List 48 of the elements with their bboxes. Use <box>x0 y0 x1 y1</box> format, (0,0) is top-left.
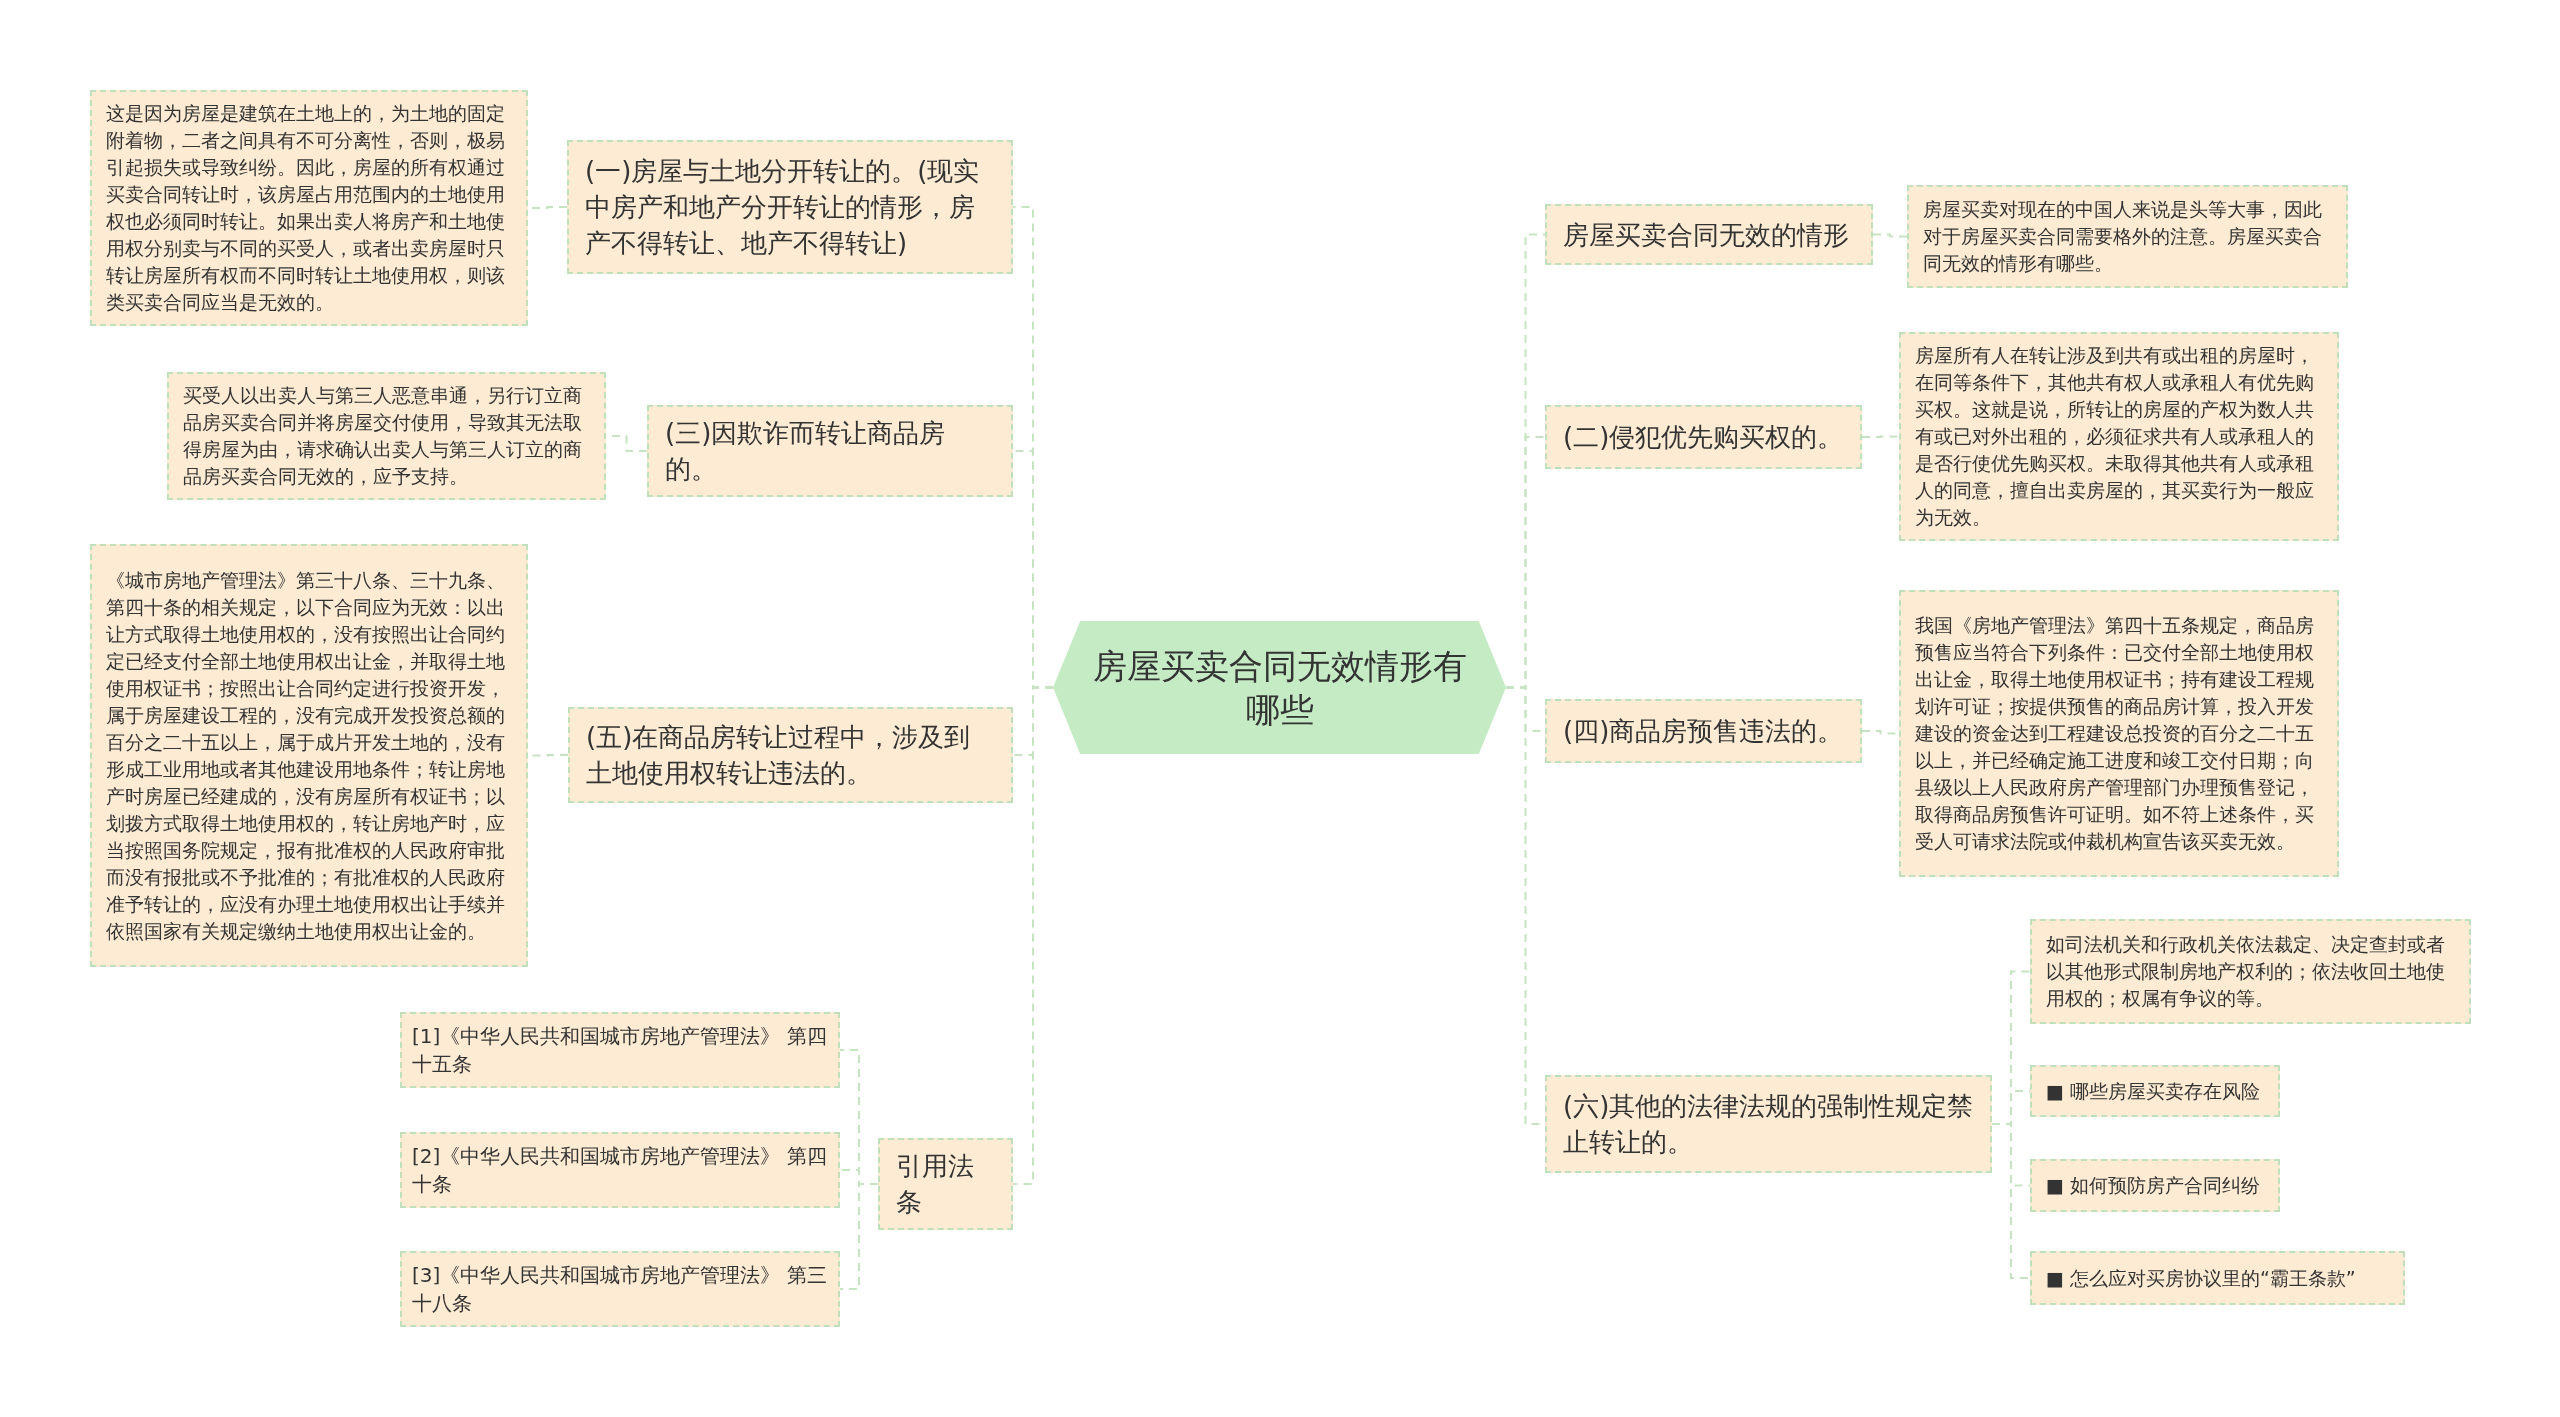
note-box <box>1899 590 2339 877</box>
node-text: 如司法机关和行政机关依法裁定、决定查封或者以其他形式限制房地产权利的；依法收回土地使用权的；权属有争议的等。 <box>2046 932 2446 1011</box>
node-text: (五)在商品房转让过程中，涉及到土地使用权转让违法的。 <box>586 721 972 790</box>
node-text: 《城市房地产管理法》第三十八条、三十九条、第四十条的相关规定，以下合同应为无效：以出让方式取得土地使用权的，没有按照出让合同约定已经支付全部土地使用权出让金，并取得土地使用权证书；按照出让合同约定进行投资开发，属于房屋建设工程的，没有完成开发投资总额的百分之二十五以上，属于成片开发土地的，没有形成工业用地或者其他建设用地条件；转让房地产时房屋已经建成的，没有房屋所有权证书；以划拨方式取得土地使用权的，转让房地产时，应当按照国务院规定，报有批准权的人民政府审批而没有报批或不予批准的；有批准权的人民政府准予转让的，应没有办理土地使用权出让手续并依照国家有关规定缴纳土地使用权出让金的。 <box>106 567 506 944</box>
node-text: (二)侵犯优先购买权的。 <box>1563 421 1844 454</box>
topic-box <box>568 707 1013 803</box>
connector-line <box>1861 435 1900 438</box>
note-box <box>2030 1251 2405 1305</box>
note-box <box>400 1012 840 1088</box>
node-text: (六)其他的法律法规的强制性规定禁止转让的。 <box>1563 1090 1974 1159</box>
connector-line <box>839 1183 879 1290</box>
topic-box <box>1545 405 1862 469</box>
topic-box <box>1545 699 1862 763</box>
note-box <box>2030 1065 2280 1117</box>
node-text: (三)因欺诈而转让商品房的。 <box>665 417 947 486</box>
connector-line <box>1991 1123 2031 1279</box>
node-text: 房屋买卖合同无效的情形 <box>1563 218 1850 252</box>
node-text: 我国《房地产管理法》第四十五条规定，商品房预售应当符合下列条件：已交付全部土地使用权出让金，取得土地使用权证书；持有建设工程规划许可证；按提供预售的商品房计算，投入开发建设的资金达到工程建设总投资的百分之二十五以上，并已经确定施工进度和竣工交付日期；向县级以上人民政府房产管理部门办理预售登记，取得商品房预售许可证明。如不符上述条件，买受人可请求法院或仲裁机构宣告该买卖无效。 <box>1915 613 2315 854</box>
connector-line <box>1872 233 1908 238</box>
central-topic <box>1053 621 1506 754</box>
topic-box <box>878 1138 1013 1230</box>
note-box <box>2030 1159 2280 1212</box>
note-box <box>167 372 606 500</box>
node-text: 房屋所有人在转让涉及到共有或出租的房屋时，在同等条件下，其他共有权人或承租人有优先购买权。这就是说，所转让的房屋的产权为数人共有或已对外出租的，必须征求共有人或承租人的是否行使优先购买权。未取得其他共有人或承租人的同意，擅自出卖房屋的，其买卖行为一般应为无效。 <box>1915 343 2315 530</box>
note-box <box>400 1132 840 1208</box>
node-text: [1]《中华人民共和国城市房地产管理法》 第四十五条 <box>412 1023 828 1078</box>
node-text: 引用法条 <box>896 1150 975 1219</box>
topic-box <box>567 140 1013 274</box>
note-box <box>1899 332 2339 541</box>
note-box <box>2030 919 2471 1024</box>
node-text: (四)商品房预售违法的。 <box>1563 715 1844 748</box>
node-text: [3]《中华人民共和国城市房地产管理法》 第三十八条 <box>412 1262 828 1317</box>
note-box <box>90 90 528 326</box>
node-text: 房屋买卖合同无效情形有哪些 <box>1091 644 1468 732</box>
topic-box <box>1545 1075 1992 1173</box>
node-text: ■ 怎么应对买房协议里的“霸王条款” <box>2046 1265 2357 1291</box>
note-box <box>1907 185 2348 288</box>
node-text: (一)房屋与土地分开转让的。(现实中房产和地产分开转让的情形，房产不得转让、地产不得转让) <box>585 155 981 260</box>
node-text: ■ 如何预防房产合同纠纷 <box>2046 1173 2261 1198</box>
node-text: 这是因为房屋是建筑在土地上的，为土地的固定附着物，二者之间具有不可分离性，否则，极易引起损失或导致纠纷。因此，房屋的所有权通过买卖合同转让时，该房屋占用范围内的土地使用权也必须同时转让。如果出卖人将房产和土地使用权分别卖与不同的买受人，或者出卖房屋时只转让房屋所有权而不同时转让土地使用权，则该类买卖合同应当是无效的。 <box>106 101 506 315</box>
topic-box <box>647 405 1013 497</box>
node-text: 买受人以出卖人与第三人恶意串通，另行订立商品房买卖合同并将房屋交付使用，导致其无法取得房屋为由，请求确认出卖人与第三人订立的商品房买卖合同无效的，应予支持。 <box>183 383 583 489</box>
topic-box <box>1545 204 1873 265</box>
node-text: 房屋买卖对现在的中国人来说是头等大事，因此对于房屋买卖合同需要格外的注意。房屋买卖合同无效的情形有哪些。 <box>1923 197 2323 276</box>
node-text: ■ 哪些房屋买卖存在风险 <box>2046 1078 2261 1104</box>
note-box <box>90 544 528 967</box>
note-box <box>400 1251 840 1327</box>
node-text: [2]《中华人民共和国城市房地产管理法》 第四十条 <box>412 1143 828 1198</box>
